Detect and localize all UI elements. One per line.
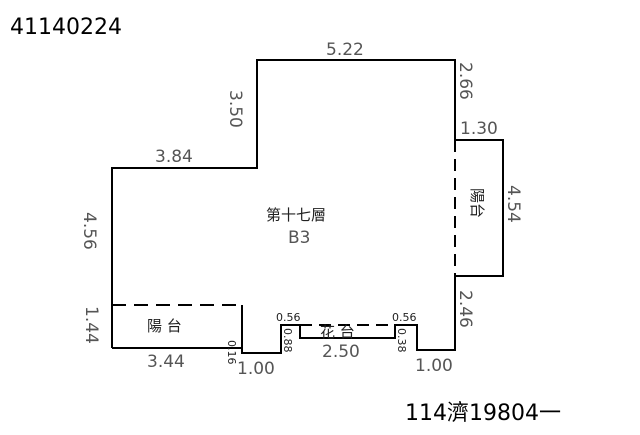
dim-right-balcony-width: 1.30	[460, 119, 498, 139]
dim-right-upper-vertical: 2.66	[455, 62, 475, 100]
dim-bottom-right: 1.00	[415, 356, 453, 376]
dim-left-balcony-width: 3.44	[147, 352, 185, 372]
unit-outline	[111, 59, 504, 354]
dim-left-vertical: 4.56	[79, 212, 99, 250]
dim-notch-left-vertical: 0.88	[281, 328, 294, 353]
unit-label: B3	[288, 228, 310, 248]
dim-left-horizontal: 3.84	[155, 147, 193, 167]
dim-right-balcony-length: 4.54	[503, 185, 523, 223]
dim-step-left: 0.16	[225, 340, 238, 365]
document-id-bottom: 114濟19804一	[405, 401, 561, 426]
dim-notch-left-top: 0.56	[276, 311, 301, 324]
left-balcony-label: 陽 台	[147, 317, 182, 335]
dim-flower-bed-width: 2.50	[322, 342, 360, 362]
document-id-top: 41140224	[10, 15, 122, 40]
dim-notch-right-vertical: 0.38	[395, 328, 408, 353]
dim-notch-right-top: 0.56	[392, 311, 417, 324]
dim-top: 5.22	[326, 40, 364, 60]
right-balcony-label: 陽台	[468, 188, 486, 218]
dim-left-balcony-vertical: 1.44	[81, 306, 101, 344]
flower-bed-label: 花 台	[320, 323, 355, 341]
dim-bottom-left: 1.00	[237, 359, 275, 379]
dim-right-lower-vertical: 2.46	[455, 290, 475, 328]
floor-label: 第十七層	[266, 206, 326, 224]
dim-left-upper-vertical: 3.50	[225, 90, 245, 128]
